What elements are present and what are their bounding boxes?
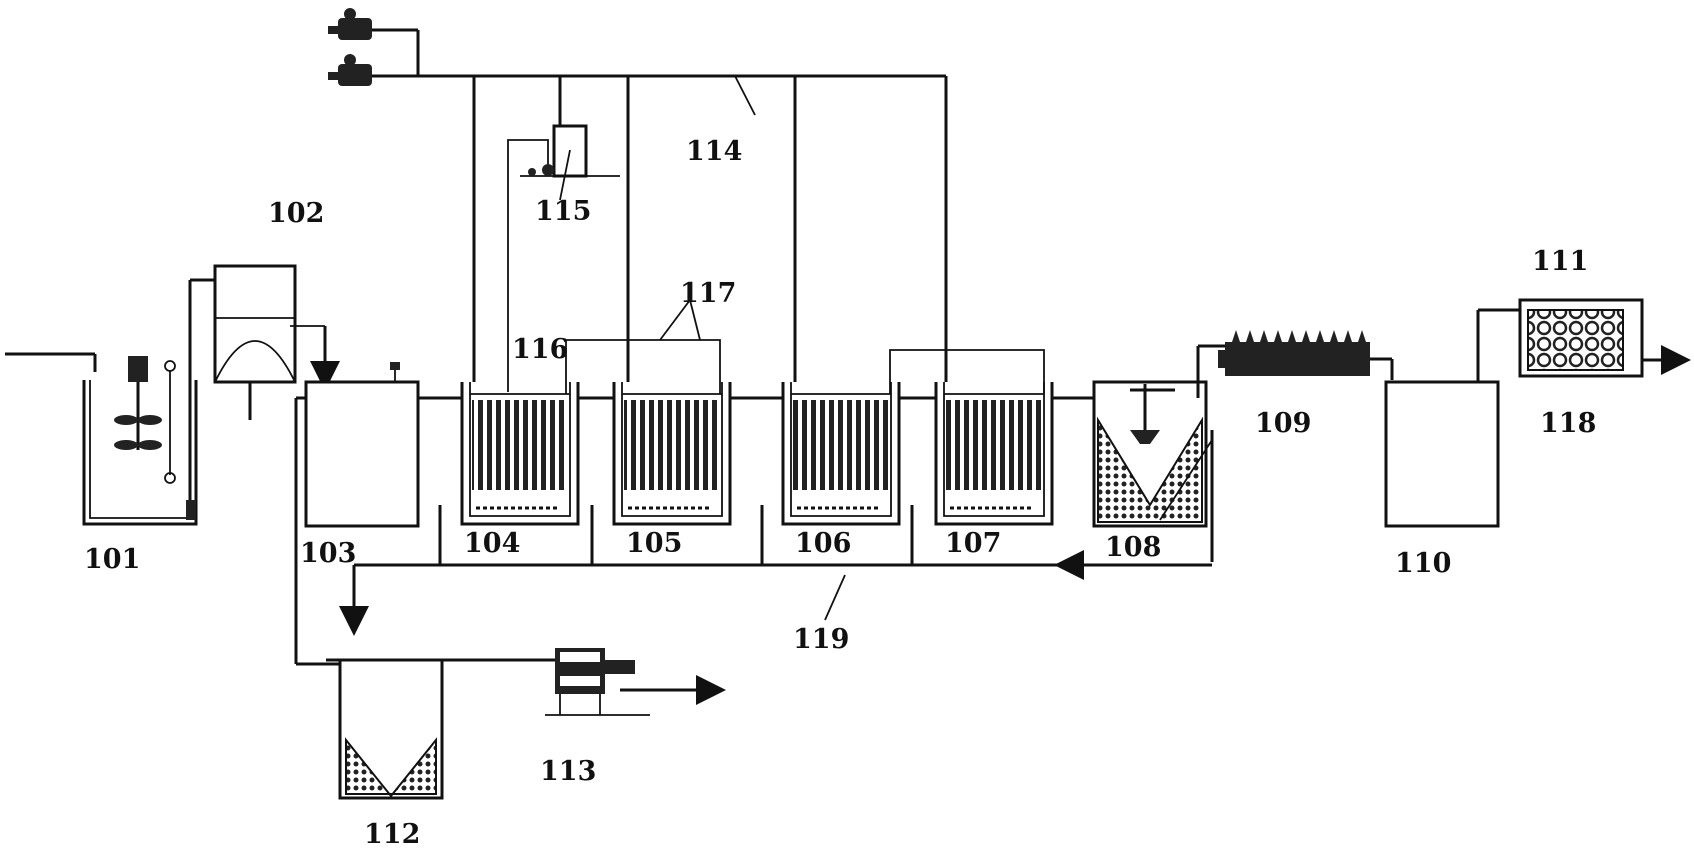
label-117: 117 [680,278,736,309]
label-104: 104 [464,528,520,559]
dosing-unit-115 [507,124,620,392]
membrane-109 [1218,330,1394,380]
mixer-motor [128,356,148,382]
air-header-114 [372,28,948,382]
tank-103 [294,362,462,666]
sludge-line-119 [339,505,1212,636]
label-109: 109 [1255,408,1311,439]
label-110: 110 [1395,548,1451,579]
label-119: 119 [793,624,849,655]
label-115: 115 [535,196,591,227]
tank-108 [1092,344,1225,562]
label-106: 106 [795,528,851,559]
tank-105 [612,382,732,526]
label-108: 108 [1105,532,1161,563]
tank-107 [934,382,1054,526]
label-105: 105 [626,528,682,559]
label-103: 103 [300,538,356,569]
label-102: 102 [268,198,324,229]
tank-102 [190,264,340,420]
component-labels: 101 102 103 104 105 106 107 108 109 110 … [84,136,1596,850]
tank-104 [460,382,580,526]
label-112: 112 [364,819,420,850]
label-111: 111 [1532,246,1588,277]
tank-101 [5,280,198,526]
label-107: 107 [945,528,1001,559]
tank-112 [326,658,555,800]
label-101: 101 [84,544,140,575]
label-114: 114 [686,136,742,167]
tank-110 [1384,308,1520,528]
filter-press-113 [545,648,726,716]
label-116: 116 [512,334,568,365]
blower-top [328,8,372,40]
filter-111 [1518,298,1691,378]
label-113: 113 [540,756,596,787]
reflux-lines-117 [565,299,1045,394]
tank-106 [781,382,901,526]
blower-bottom [328,54,372,86]
label-118: 118 [1540,408,1596,439]
